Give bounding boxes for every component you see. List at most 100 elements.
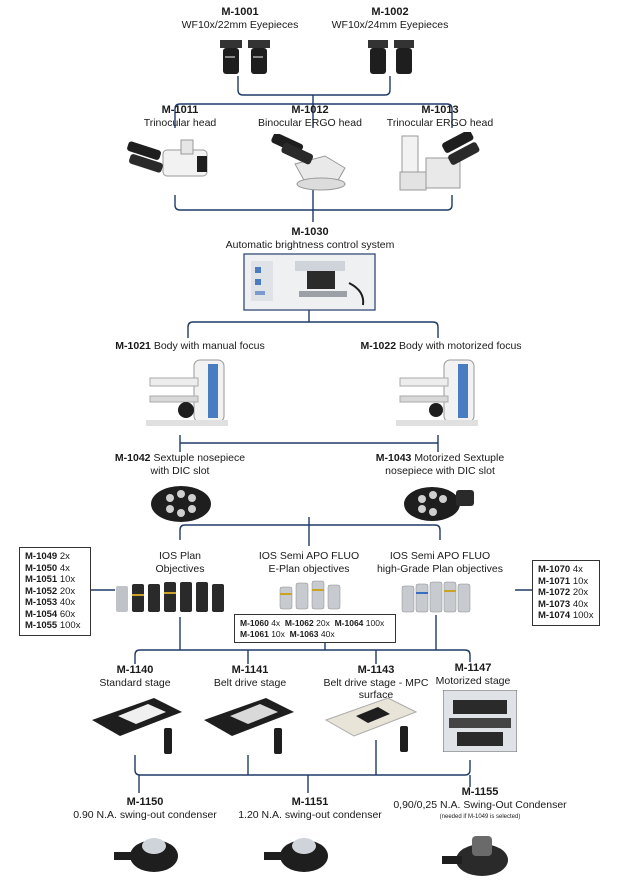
condenser-m1151-label: M-1151 1.20 N.A. swing-out condenser (228, 796, 392, 821)
bodies-connector (187, 321, 439, 338)
list-item: M-1071 10x (538, 575, 589, 587)
list-item: M-1050 4x (25, 562, 70, 574)
condenser-120-image (264, 838, 328, 872)
list-item: M-1060 4x M-1062 20x M-1064 100x (240, 618, 385, 628)
body-code: M-1022 (360, 340, 397, 352)
objective-title: IOS Plan (158, 550, 202, 562)
stages-connector (134, 649, 471, 664)
nosepiece-name: Motorized Sextuple (414, 452, 505, 464)
nosepiece-code: M-1043 (375, 452, 412, 464)
list-item: M-1074 100x (538, 610, 594, 621)
condenser-m1150-label: M-1150 0.90 N.A. swing-out condenser (60, 796, 230, 821)
stage-name: Belt drive stage - MPC surface (323, 676, 429, 702)
list-item: M-1070 4x (538, 564, 583, 575)
list-item: M-1072 20x (538, 587, 589, 598)
brightness-code: M-1030 (291, 226, 329, 238)
list-item: M-1053 40x (25, 597, 76, 608)
brightness-system-image (245, 255, 374, 309)
nosepiece-m1043-label: M-1043 Motorized Sextuple nosepiece with… (355, 452, 525, 477)
eyepiece-code: M-1001 (221, 6, 259, 18)
objectives-eplan-label: IOS Semi APO FLUO E-Plan objectives (236, 550, 382, 575)
brightness-name: Automatic brightness control system (225, 238, 395, 251)
head-m1011-label: M-1011 Trinocular head (110, 104, 250, 129)
eyepiece-m1002-label: M-1002 WF10x/24mm Eyepieces (305, 6, 475, 31)
sextuple-nosepiece-image (151, 486, 211, 522)
nosepiece-name: Sextuple nosepiece (153, 452, 246, 464)
eplan-objectives-image (279, 580, 341, 610)
body-name: Body with motorized focus (398, 340, 522, 352)
condenser-name: 0.90 N.A. swing-out condenser (73, 808, 217, 821)
nosepiece-code: M-1042 (114, 452, 151, 464)
motorized-nosepiece-image (404, 487, 474, 521)
head-code: M-1011 (161, 104, 199, 116)
body-m1021-label: M-1021 Body with manual focus (100, 340, 280, 353)
brightness-label: M-1030 Automatic brightness control syst… (210, 226, 410, 251)
objective-title: IOS Semi APO FLUO (258, 550, 360, 562)
plan-objective-list: M-1049 2x M-1050 4x M-1051 10x M-1052 20… (19, 547, 91, 636)
stage-name: Belt drive stage (213, 676, 287, 689)
belt-drive-stage-image (204, 698, 294, 754)
stage-name: Standard stage (99, 676, 171, 689)
eyepiece-code: M-1002 (371, 6, 409, 18)
body-name: Body with manual focus (153, 340, 265, 352)
condenser-090-image (114, 838, 178, 872)
condenser-code: M-1150 (126, 796, 164, 808)
condenser-swing-out-image (442, 836, 508, 876)
head-code: M-1012 (291, 104, 329, 116)
head-name: Trinocular head (143, 116, 217, 129)
list-item: M-1055 100x (25, 620, 81, 631)
highgrade-objectives-image (401, 581, 471, 613)
nosepiece-name-line2: nosepiece with DIC slot (385, 464, 495, 477)
objectives-plan-label: IOS Plan Objectives (120, 550, 240, 575)
head-m1013-label: M-1013 Trinocular ERGO head (375, 104, 505, 129)
condenser-code: M-1151 (291, 796, 329, 808)
stage-name: Motorized stage (435, 674, 511, 687)
stage-code: M-1141 (231, 664, 269, 676)
trinocular-ergo-head-image (399, 132, 480, 191)
head-m1012-label: M-1012 Binocular ERGO head (240, 104, 380, 129)
belt-drive-mpc-stage-image (324, 697, 418, 752)
heads-connector (180, 103, 453, 128)
nosepiece-m1042-label: M-1042 Sextuple nosepiece with DIC slot (95, 452, 265, 477)
head-code: M-1013 (421, 104, 459, 116)
list-item: M-1054 60x (25, 608, 76, 620)
body-m1022-label: M-1022 Body with motorized focus (346, 340, 536, 353)
eyepiece-pair-22mm-image (220, 40, 270, 74)
trinocular-head-image (127, 139, 208, 177)
eyepiece-m1001-label: M-1001 WF10x/22mm Eyepieces (160, 6, 320, 31)
body-motorized-focus-image (396, 359, 478, 426)
objectives-connector (179, 524, 441, 540)
stage-code: M-1147 (454, 662, 492, 674)
objective-subtitle: high-Grade Plan objectives (376, 562, 504, 575)
list-item: M-1061 10x M-1063 40x (240, 628, 335, 639)
body-code: M-1021 (115, 340, 151, 352)
stage-m1141-label: M-1141 Belt drive stage (195, 664, 305, 689)
objective-subtitle: Objectives (155, 562, 205, 575)
stage-m1143-label: M-1143 Belt drive stage - MPC surface (306, 664, 446, 702)
condenser-m1155-label: M-1155 0,90/0,25 N.A. Swing-Out Condense… (380, 786, 580, 811)
stage-m1140-label: M-1140 Standard stage (80, 664, 190, 689)
list-item: M-1051 10x (25, 574, 76, 585)
condenser-name: 1.20 N.A. swing-out condenser (238, 808, 382, 821)
head-name: Trinocular ERGO head (386, 116, 494, 129)
nosepiece-name-line2: with DIC slot (150, 464, 210, 477)
standard-stage-image (92, 698, 182, 754)
highgrade-objective-list: M-1070 4x M-1071 10x M-1072 20x M-1073 4… (532, 560, 600, 626)
condenser-name: 0,90/0,25 N.A. Swing-Out Condenser (393, 798, 567, 811)
objectives-highgrade-label: IOS Semi APO FLUO high-Grade Plan object… (370, 550, 510, 575)
eyepiece-name: WF10x/22mm Eyepieces (181, 18, 299, 31)
list-item: M-1052 20x (25, 585, 76, 597)
eplan-objective-list: M-1060 4x M-1062 20x M-1064 100x M-1061 … (234, 614, 396, 643)
motorized-stage-image (443, 690, 517, 752)
eyepiece-name: WF10x/24mm Eyepieces (331, 18, 449, 31)
binocular-ergo-head-image (271, 134, 346, 191)
list-item: M-1073 40x (538, 598, 589, 610)
condenser-code: M-1155 (461, 786, 499, 798)
eyepiece-pair-24mm-image (368, 40, 414, 74)
eyepiece-connector (237, 76, 391, 96)
condenser-note: (needed if M-1049 is selected) (439, 814, 521, 820)
body-manual-focus-image (146, 359, 228, 426)
stage-code: M-1143 (357, 664, 395, 676)
stage-code: M-1140 (116, 664, 154, 676)
